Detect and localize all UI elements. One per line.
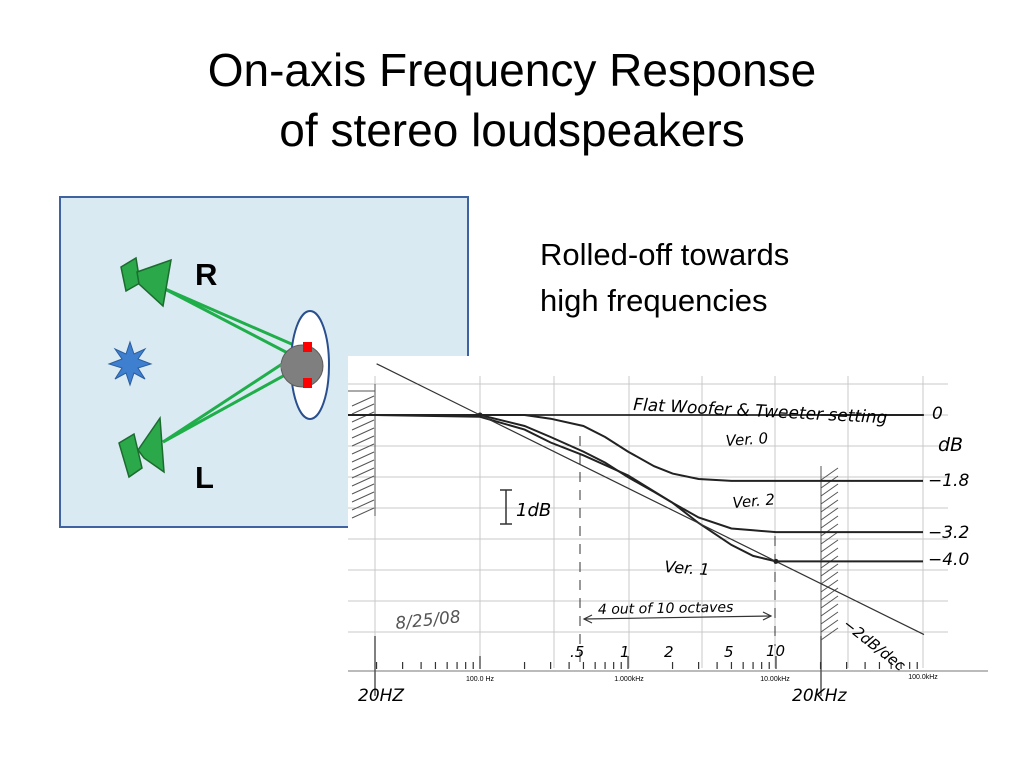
series-ver0 (376, 414, 821, 482)
asymptote-label: −2dB/dec (840, 615, 910, 675)
range-label-high: 20KHz (792, 686, 848, 706)
speaker-icon (120, 256, 172, 308)
ear-icon (303, 342, 312, 352)
speaker-icon (118, 415, 165, 479)
axis-label-1khz: 1.000kHz (614, 676, 644, 683)
title-line-1: On-axis Frequency Response (207, 44, 817, 96)
axis-label-100khz: 100.0kHz (908, 674, 938, 681)
level-label-unit: dB (938, 434, 963, 456)
level-label-ver1: −4.0 (928, 550, 969, 570)
span-label: 4 out of 10 octaves (598, 600, 734, 618)
khz-mark-2: 2 (664, 643, 674, 661)
series-asymptote (376, 363, 925, 636)
curve-label-ver2: Ver. 2 (732, 490, 776, 512)
star-icon (107, 340, 153, 387)
rolloff-note: Rolled-off towards high frequencies (540, 232, 789, 324)
axis-label-10khz: 10.00kHz (760, 676, 790, 683)
curve-label-ver1: Ver. 1 (664, 557, 711, 579)
khz-mark-0.5: .5 (570, 643, 584, 661)
left-speaker-label: L (195, 460, 214, 495)
khz-mark-10: 10 (766, 642, 785, 660)
beam-l-to-right-ear (162, 362, 306, 444)
curve-label-flat: Flat Woofer & Tweeter setting (633, 395, 888, 428)
stereo-setup-diagram: R L (107, 256, 330, 495)
listener-head-icon (280, 310, 330, 420)
hatch-band-low (348, 384, 376, 516)
axis-ticks (375, 656, 918, 669)
data-point (477, 412, 483, 418)
slide-title: On-axis Frequency Response of stereo lou… (0, 40, 1024, 160)
octave-span-arrow (582, 611, 773, 624)
frequency-response-graph: Flat Woofer & Tweeter setting Ver. 0 Ver… (348, 356, 988, 716)
scale-bar-label: 1dB (516, 500, 551, 521)
curve-label-ver0: Ver. 0 (725, 429, 769, 450)
level-label-zero: 0 (932, 404, 943, 424)
range-label-low: 20HZ (358, 686, 404, 706)
level-label-ver2: −3.2 (928, 523, 969, 543)
axis-label-100hz: 100.0 Hz (466, 676, 495, 683)
date-note: 8/25/08 (394, 607, 461, 634)
response-curves (348, 363, 925, 636)
beam-r-to-left-ear (162, 286, 304, 351)
note-line-2: high frequencies (540, 283, 768, 318)
khz-mark-1: 1 (620, 643, 630, 661)
one-db-scale-bar (500, 489, 512, 525)
ear-icon (303, 378, 312, 388)
beam-r-to-right-ear (162, 286, 306, 364)
series-ver1 (376, 414, 821, 563)
khz-mark-5: 5 (724, 643, 734, 661)
level-label-ver0: −1.8 (928, 471, 969, 491)
sound-beams (162, 286, 306, 444)
data-point (773, 558, 779, 564)
right-speaker-label: R (195, 257, 217, 292)
note-line-1: Rolled-off towards (540, 237, 790, 272)
title-line-2: of stereo loudspeakers (279, 104, 745, 156)
